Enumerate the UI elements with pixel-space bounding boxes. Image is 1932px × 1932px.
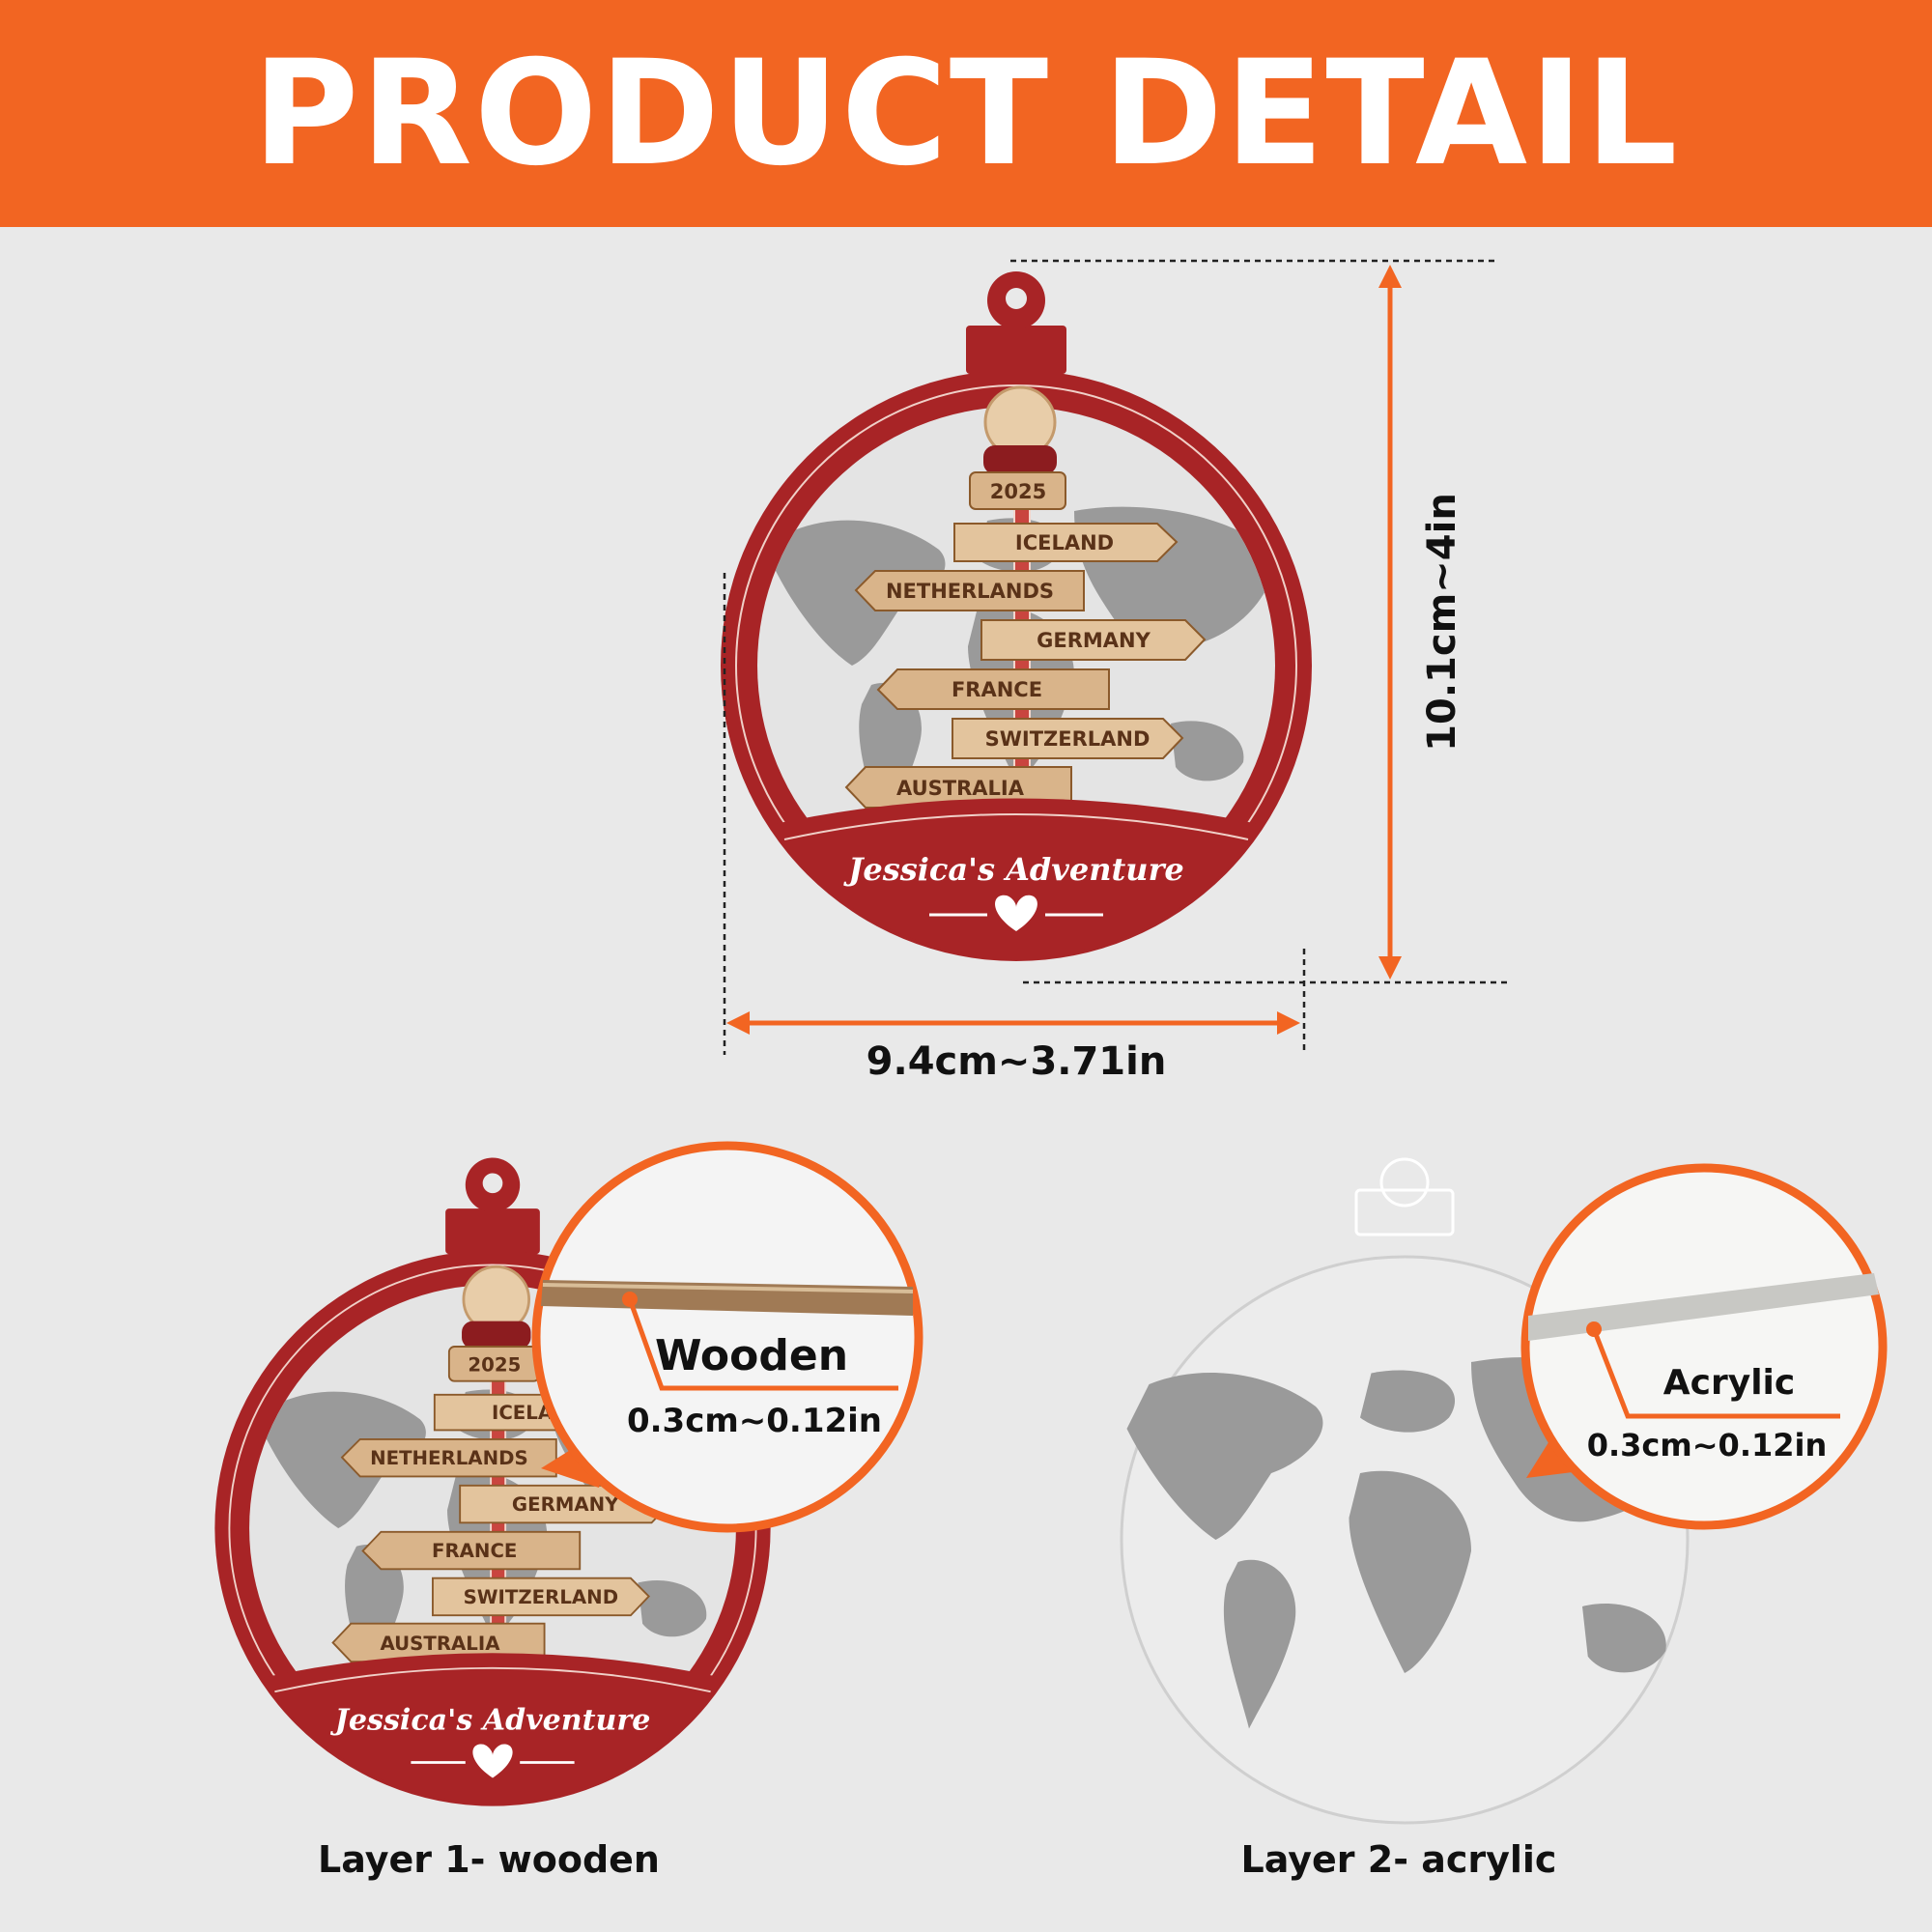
sign-label: GERMANY xyxy=(1037,629,1151,652)
dimension-lines xyxy=(723,259,1510,1055)
wooden-zoom-callout: Wooden 0.3cm~0.12in xyxy=(531,1141,923,1533)
acrylic-label: Acrylic xyxy=(1663,1363,1795,1403)
width-arrow xyxy=(726,1011,1300,1035)
layer2-caption: Layer 2- acrylic xyxy=(1241,1838,1557,1881)
wooden-label: Wooden xyxy=(655,1331,848,1380)
banner-text: Jessica's Adventure xyxy=(842,851,1184,888)
acrylic-thickness: 0.3cm~0.12in xyxy=(1587,1427,1828,1463)
sign-label: SWITZERLAND xyxy=(985,727,1151,751)
sign-label: FRANCE xyxy=(952,678,1042,701)
year-sign: 2025 xyxy=(990,480,1046,503)
width-label: 9.4cm~3.71in xyxy=(867,1039,1167,1084)
sign-label: AUSTRALIA xyxy=(896,777,1025,800)
layer1-caption: Layer 1- wooden xyxy=(318,1838,660,1881)
sign-label: NETHERLANDS xyxy=(886,580,1054,603)
header-banner: PRODUCT DETAIL xyxy=(0,0,1932,227)
acrylic-zoom-callout: Acrylic 0.3cm~0.12in xyxy=(1520,1163,1888,1530)
wooden-thickness: 0.3cm~0.12in xyxy=(627,1402,882,1440)
height-label: 10.1cm~4in xyxy=(1420,493,1464,752)
page-title: PRODUCT DETAIL xyxy=(252,29,1680,198)
height-arrow xyxy=(1378,265,1402,980)
ornament-main: 2025 ICELAND NETHERLANDS GERMANY FRANCE … xyxy=(721,271,1312,961)
sign-label: ICELAND xyxy=(1015,531,1114,554)
